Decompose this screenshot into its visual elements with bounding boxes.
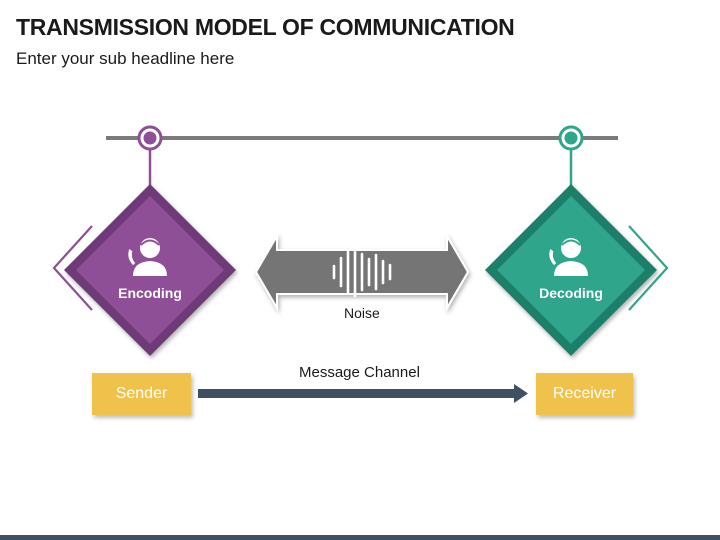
message-channel-arrow [198, 384, 528, 403]
decoding-label: Decoding [539, 285, 603, 301]
page-subtitle: Enter your sub headline here [16, 49, 235, 68]
sound-wave-icon [332, 246, 392, 298]
encoding-chevron [52, 225, 93, 311]
sender-box: Sender [92, 373, 191, 415]
encoding-node: Encoding [52, 125, 236, 356]
message-channel-label: Message Channel [299, 364, 420, 381]
footer-bar [0, 535, 720, 540]
page-title: TRANSMISSION MODEL OF COMMUNICATION [16, 14, 515, 40]
receiver-box: Receiver [536, 373, 633, 415]
decoding-chevron [628, 225, 669, 311]
sender-label: Sender [115, 385, 168, 402]
decoding-node: Decoding [485, 125, 669, 356]
noise-label: Noise [344, 305, 380, 321]
encoding-label: Encoding [118, 285, 182, 301]
receiver-label: Receiver [552, 385, 617, 402]
person-phone-icon [127, 238, 167, 276]
person-phone-icon [548, 238, 588, 276]
noise-arrow [254, 232, 470, 312]
